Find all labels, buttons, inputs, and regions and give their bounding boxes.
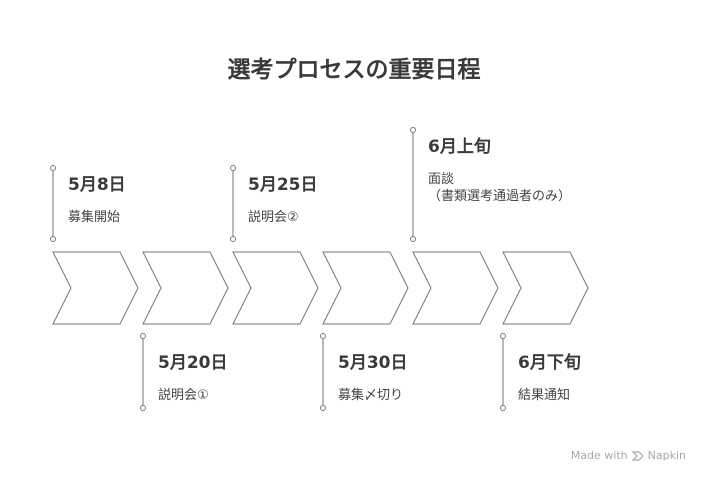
event-description: 説明会① bbox=[158, 388, 209, 403]
event-3: 5月25日 説明会② bbox=[248, 170, 318, 226]
chevron-step-6 bbox=[502, 251, 589, 325]
chevron-step-1 bbox=[52, 251, 139, 325]
event-date: 5月20日 bbox=[158, 353, 228, 373]
event-4: 5月30日 募集〆切り bbox=[338, 348, 408, 404]
event-description: 結果通知 bbox=[518, 388, 571, 403]
connector-2 bbox=[140, 333, 146, 411]
connector-5 bbox=[410, 127, 416, 242]
connector-3 bbox=[230, 165, 236, 242]
chevron-step-2 bbox=[142, 251, 229, 325]
chevron-step-5 bbox=[412, 251, 499, 325]
made-with-footer[interactable]: Made with Napkin bbox=[571, 449, 686, 462]
event-description: 面談 （書類選考通過者のみ） bbox=[428, 172, 572, 204]
event-date: 5月8日 bbox=[68, 175, 126, 195]
page-title: 選考プロセスの重要日程 bbox=[227, 57, 481, 83]
event-date: 6月下旬 bbox=[518, 353, 581, 373]
connector-4 bbox=[320, 333, 326, 411]
brand-label: Napkin bbox=[647, 449, 686, 462]
connector-6 bbox=[500, 333, 506, 411]
event-description: 募集開始 bbox=[68, 210, 121, 225]
event-date: 5月25日 bbox=[248, 175, 318, 195]
made-with-label: Made with bbox=[570, 449, 628, 462]
event-description: 説明会② bbox=[248, 210, 299, 225]
chevron-step-3 bbox=[232, 251, 319, 325]
event-2: 5月20日 説明会① bbox=[158, 348, 228, 404]
event-date: 5月30日 bbox=[338, 353, 408, 373]
chevron-step-4 bbox=[322, 251, 409, 325]
event-5: 6月上旬 面談 （書類選考通過者のみ） bbox=[428, 132, 571, 205]
event-6: 6月下旬 結果通知 bbox=[518, 348, 581, 404]
event-description: 募集〆切り bbox=[338, 388, 404, 403]
event-date: 6月上旬 bbox=[428, 137, 491, 157]
connector-1 bbox=[50, 165, 56, 242]
napkin-logo-icon bbox=[631, 450, 644, 461]
event-1: 5月8日 募集開始 bbox=[68, 170, 126, 226]
